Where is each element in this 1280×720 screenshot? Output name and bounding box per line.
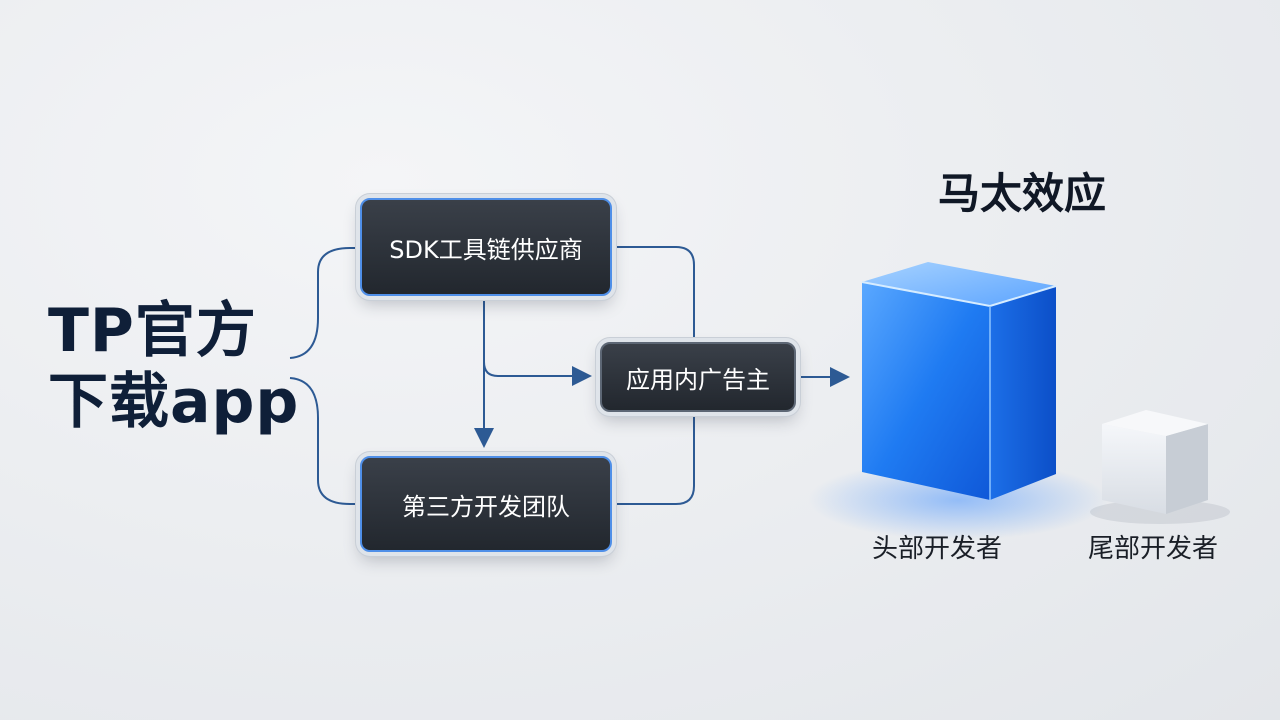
node-sdk-toolchain-supplier: SDK工具链供应商 (360, 198, 612, 296)
head-developer-label: 头部开发者 (872, 534, 1003, 564)
head-developer-cube (808, 262, 1108, 540)
node-advertiser-label: 应用内广告主 (626, 365, 770, 394)
connector-title-to-sdk (289, 247, 358, 359)
main-title-line-2: 下载app (48, 366, 300, 437)
connector-sdk-to-right (614, 246, 695, 340)
main-title-line-1: TP官方 (48, 296, 257, 366)
matthew-effect-title: 马太效应 (938, 169, 1107, 218)
arrow-to-advertiser (483, 361, 592, 386)
connector-title-to-third-party (289, 377, 358, 505)
node-in-app-advertiser: 应用内广告主 (600, 342, 796, 412)
node-third-party-dev-team: 第三方开发团队 (360, 456, 612, 552)
main-title: TP官方 下载app (48, 296, 299, 438)
node-third-party-label: 第三方开发团队 (402, 492, 570, 521)
node-sdk-label: SDK工具链供应商 (389, 235, 583, 264)
connector-third-party-to-right (614, 414, 695, 505)
tail-developer-label: 尾部开发者 (1088, 534, 1219, 564)
tail-developer-cube (1090, 410, 1230, 524)
